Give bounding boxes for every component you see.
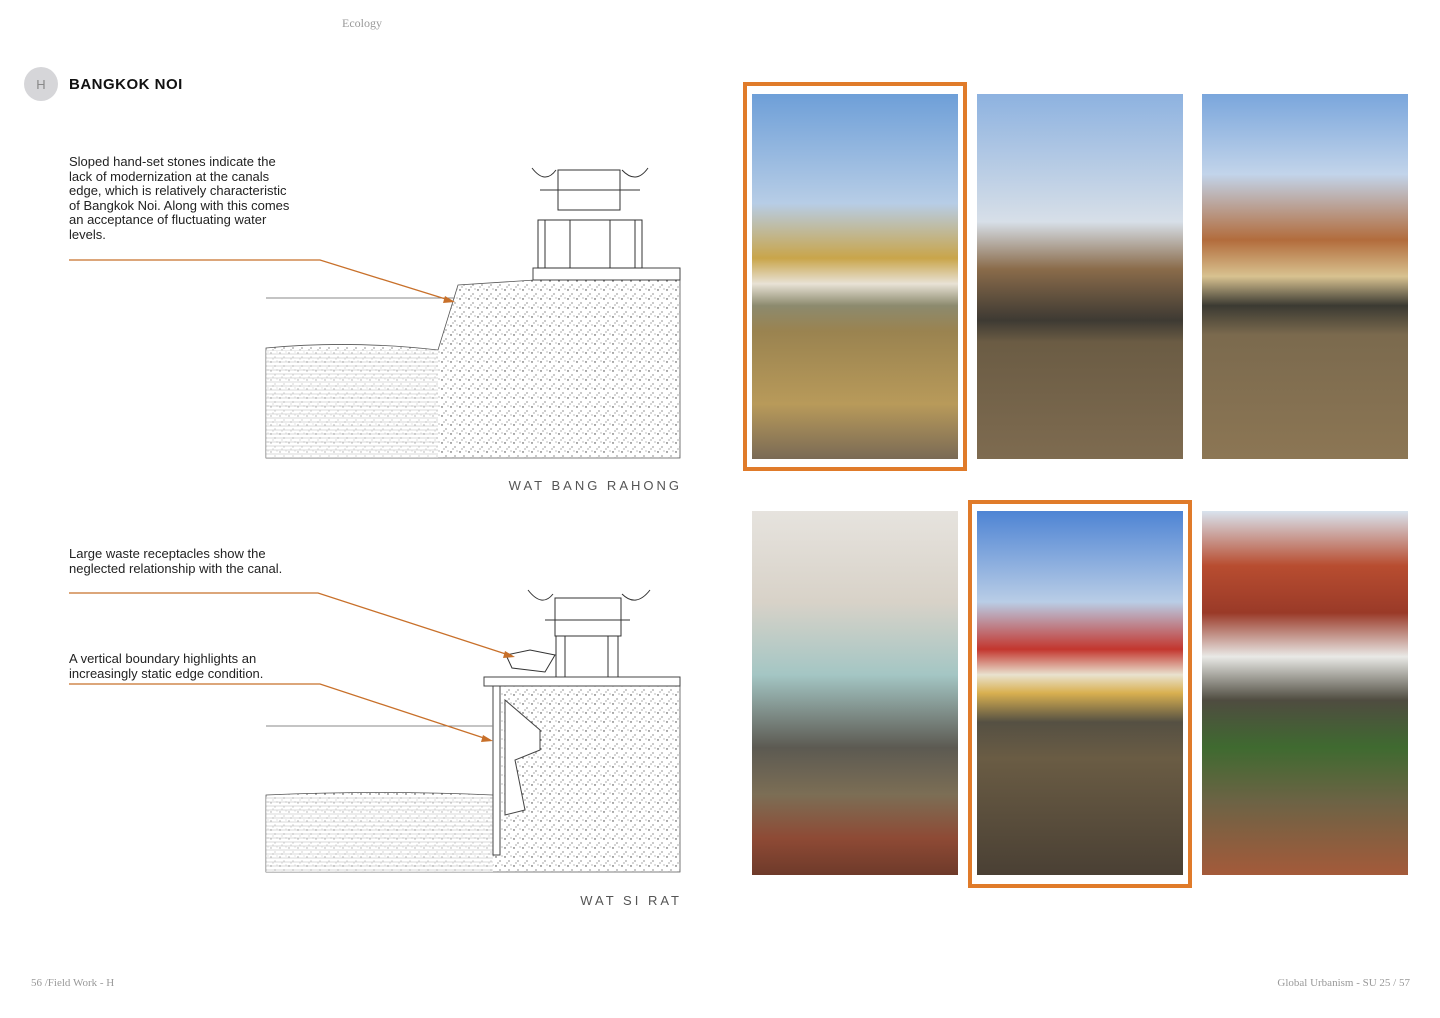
footer-right: Global Urbanism - SU 25 / 57 xyxy=(1277,977,1410,989)
photo-wat-si-rat-1 xyxy=(752,511,958,875)
annotation-waste-receptacles: Large waste receptacles show the neglect… xyxy=(69,546,283,576)
leader-lines xyxy=(69,259,513,741)
photo-wat-bang-rahong-3 xyxy=(1202,94,1408,459)
caption-wat-si-rat: WAT SI RAT xyxy=(580,893,682,908)
section-drawing-wat-si-rat xyxy=(265,589,681,873)
photo-wat-si-rat-3 xyxy=(1202,511,1408,875)
chapter-badge: H xyxy=(24,67,58,101)
section-label: Ecology xyxy=(342,16,382,30)
annotation-sloped-stones: Sloped hand-set stones indicate the lack… xyxy=(69,154,290,242)
photo-wat-bang-rahong-1 xyxy=(752,94,958,459)
footer-left: 56 /Field Work - H xyxy=(31,977,115,989)
section-drawing-wat-bang-rahong xyxy=(265,167,681,459)
photo-wat-si-rat-2 xyxy=(977,511,1183,875)
section-drawings xyxy=(69,167,681,873)
photo-wat-bang-rahong-2 xyxy=(977,94,1183,459)
page-title: BANGKOK NOI xyxy=(69,76,183,93)
highlight-frame xyxy=(968,500,1192,888)
caption-wat-bang-rahong: WAT BANG RAHONG xyxy=(508,478,682,493)
highlight-frame xyxy=(743,82,967,471)
annotation-vertical-boundary: A vertical boundary highlights an increa… xyxy=(69,651,264,681)
